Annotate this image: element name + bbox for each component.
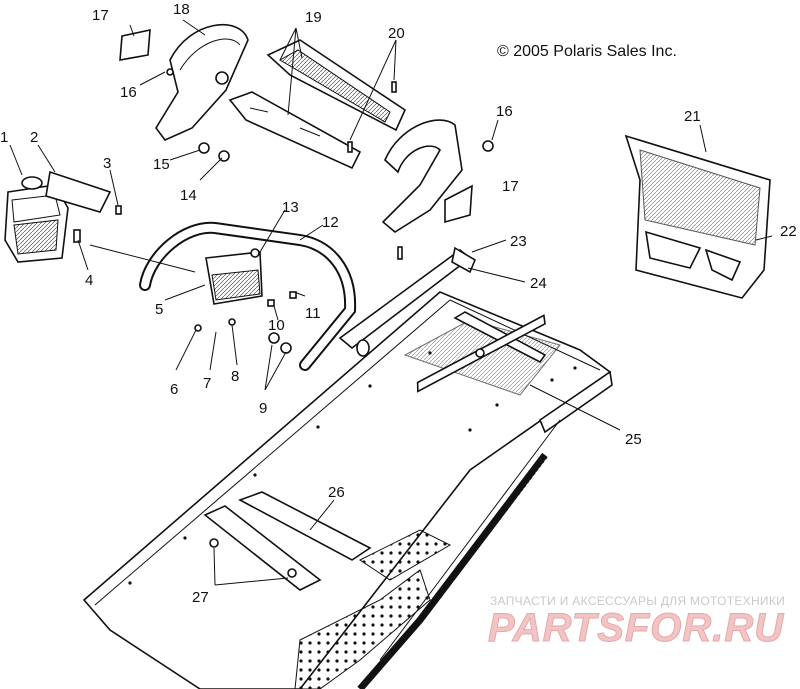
callout-27: 27 xyxy=(192,589,209,606)
callout-22: 22 xyxy=(780,223,797,240)
callout-17-right: 17 xyxy=(502,178,519,195)
callout-labels: 1 2 3 4 5 6 7 8 9 10 11 12 13 14 15 16 1… xyxy=(0,1,797,606)
watermark-logo: PARTSFOR.RU xyxy=(487,606,785,651)
callout-21: 21 xyxy=(684,108,701,125)
grab-handle-left xyxy=(119,23,249,141)
copyright-notice: © 2005 Polaris Sales Inc. xyxy=(497,43,677,60)
tunnel-assembly xyxy=(82,291,613,689)
hitch-bar xyxy=(338,246,477,357)
callout-11: 11 xyxy=(305,305,321,322)
taillight-assembly xyxy=(4,170,122,263)
callout-7: 7 xyxy=(203,375,211,392)
watermark-tagline: ЗАПЧАСТИ И АКСЕССУАРЫ ДЛЯ МОТОТЕХНИКИ xyxy=(490,594,786,608)
leader-lines xyxy=(9,19,773,586)
callout-9: 9 xyxy=(259,400,267,417)
callout-26: 26 xyxy=(328,484,345,501)
callout-5: 5 xyxy=(155,301,163,318)
snowflap xyxy=(624,134,771,299)
callout-16-left: 16 xyxy=(120,84,137,101)
callout-1: 1 xyxy=(0,129,8,146)
callout-6: 6 xyxy=(170,381,178,398)
callout-23: 23 xyxy=(510,233,527,250)
callout-18: 18 xyxy=(173,1,190,18)
callout-15: 15 xyxy=(153,156,170,173)
callout-2: 2 xyxy=(30,129,38,146)
callout-19: 19 xyxy=(305,9,322,26)
callout-10: 10 xyxy=(268,317,285,334)
grab-handle-right xyxy=(381,119,473,233)
callout-17-left: 17 xyxy=(92,7,109,24)
callout-3: 3 xyxy=(103,155,111,172)
callout-12: 12 xyxy=(322,214,339,231)
x-brace xyxy=(416,311,547,393)
callout-16-right: 16 xyxy=(496,103,513,120)
callout-14: 14 xyxy=(180,187,197,204)
callout-8: 8 xyxy=(231,368,239,385)
support-rails xyxy=(228,39,407,170)
callout-20: 20 xyxy=(388,25,405,42)
callout-13: 13 xyxy=(282,199,299,216)
callout-4: 4 xyxy=(85,272,93,289)
callout-25: 25 xyxy=(625,431,642,448)
callout-24: 24 xyxy=(530,275,547,292)
